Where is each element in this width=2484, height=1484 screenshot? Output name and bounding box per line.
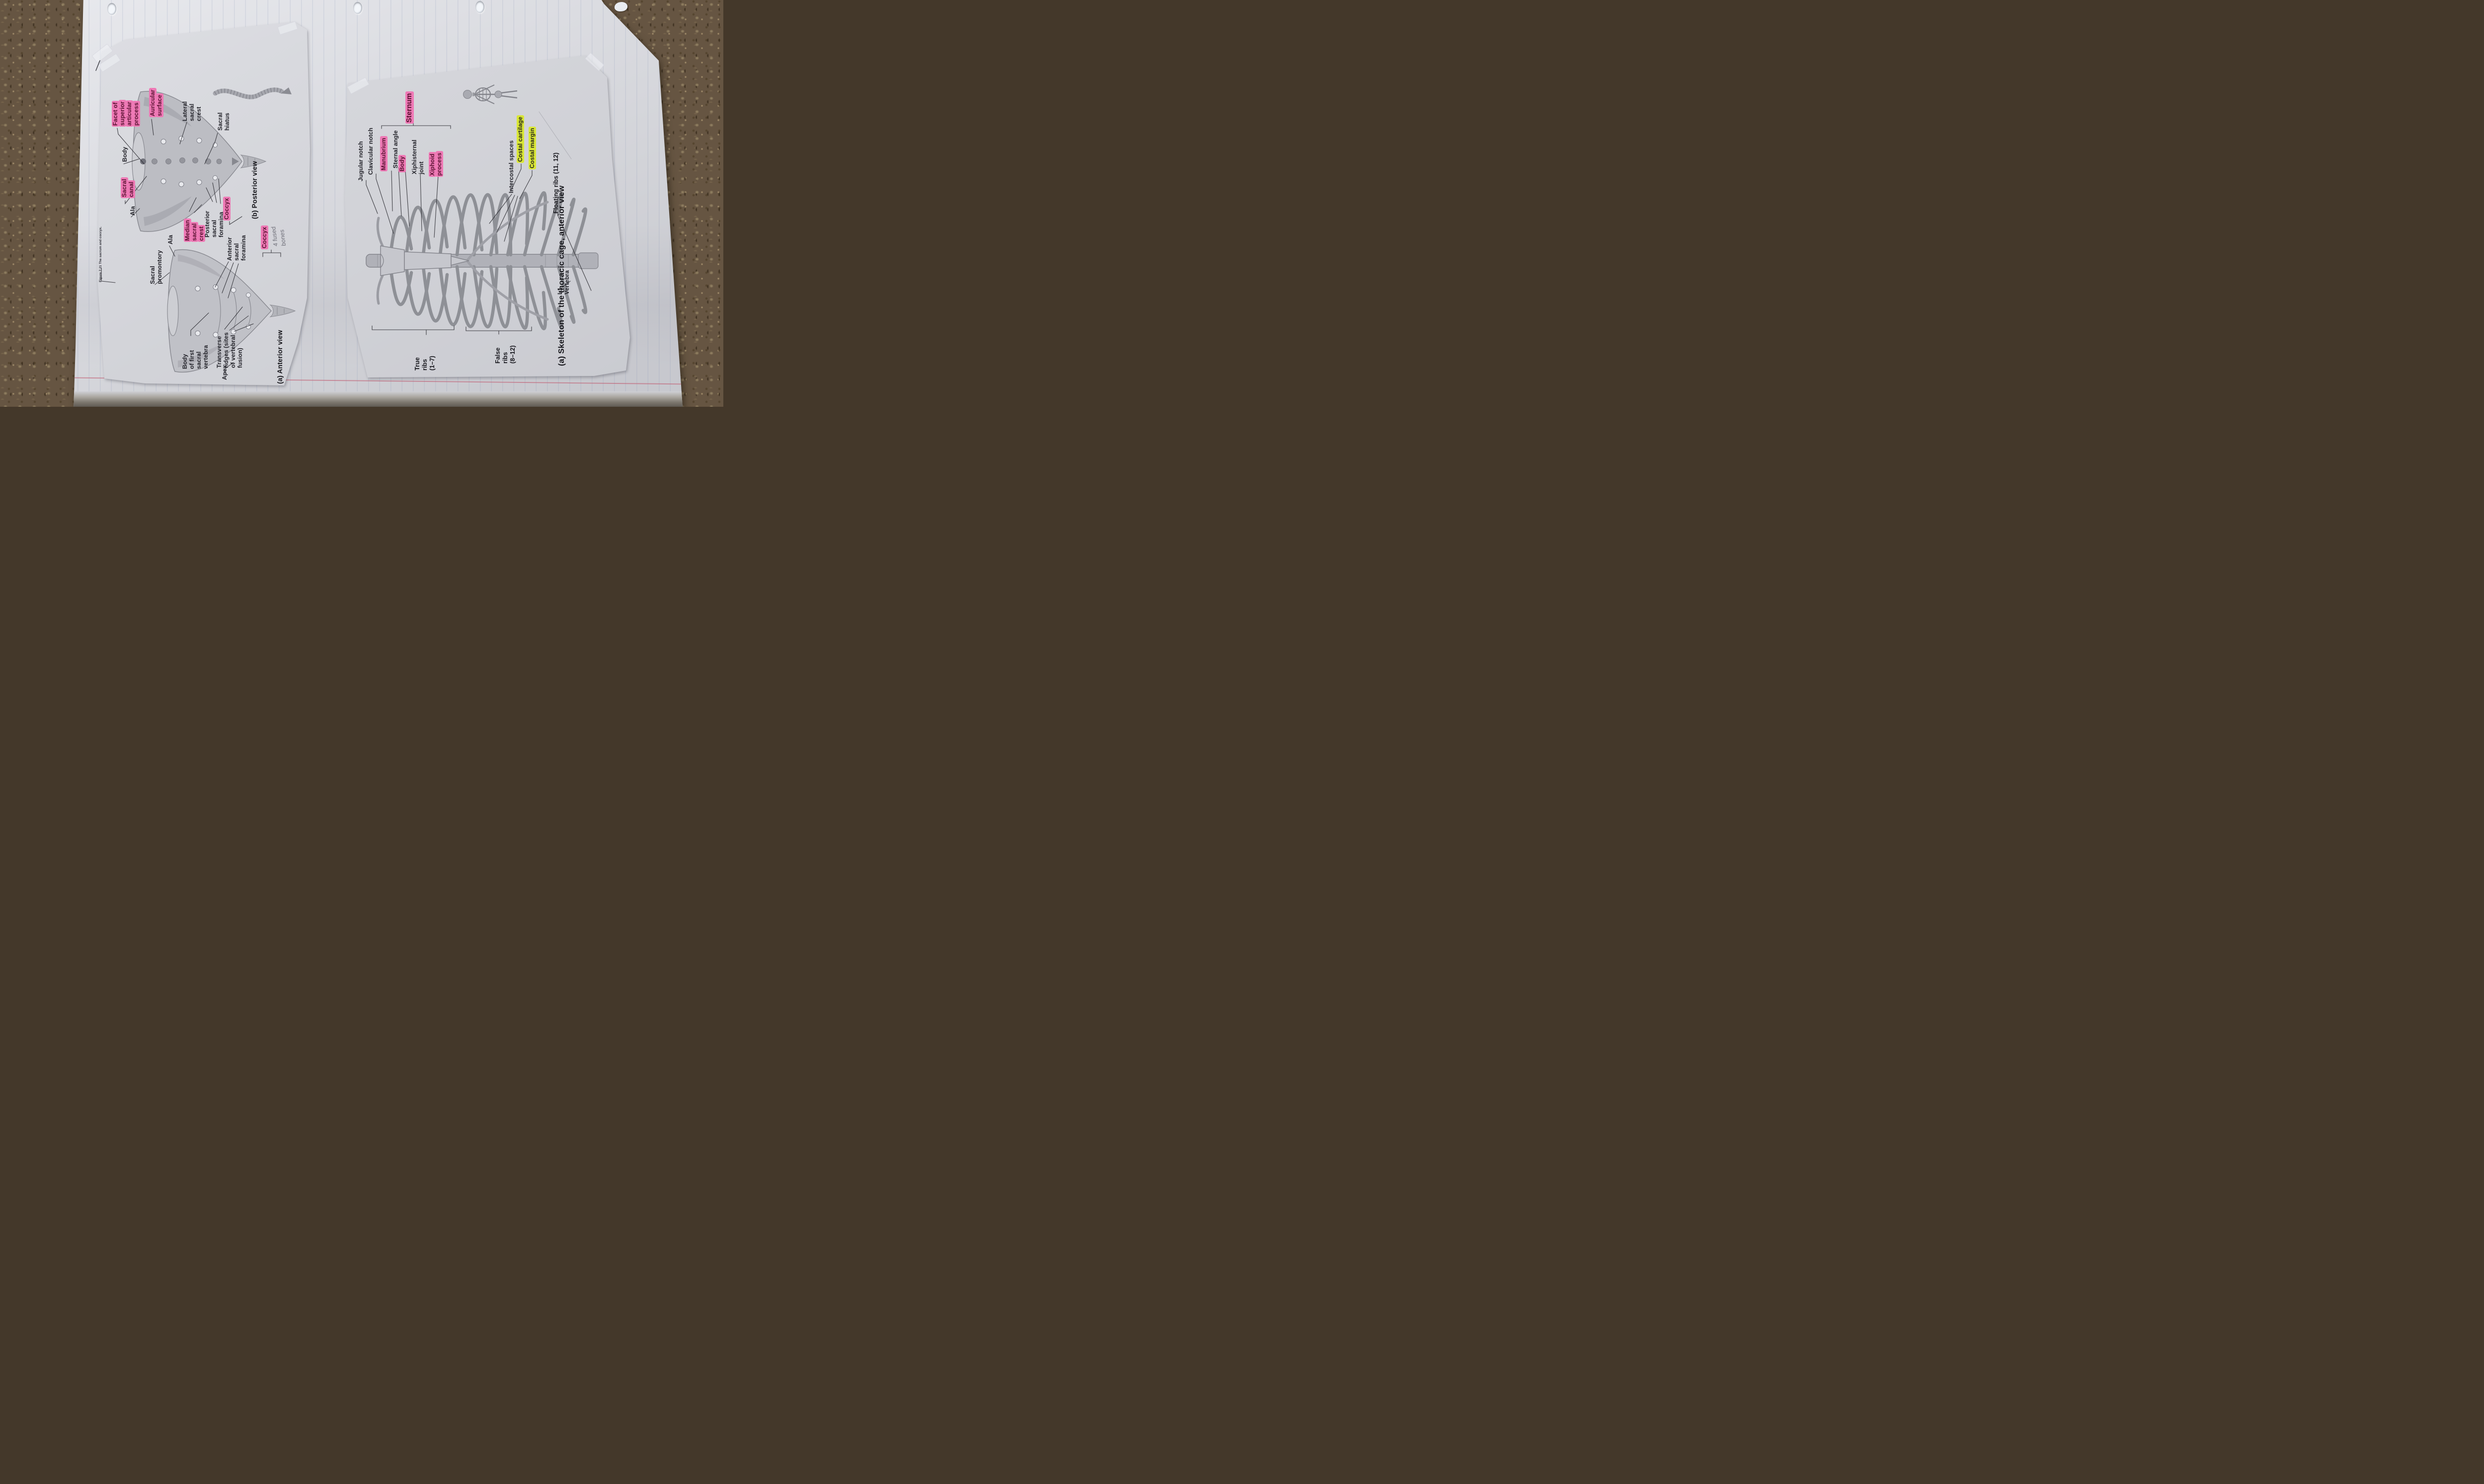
- label-coccyx-posterior: Coccyx: [223, 193, 231, 221]
- caption-posterior-view: (b) Posterior view: [251, 161, 258, 219]
- label-body-posterior: Body: [121, 147, 128, 162]
- label-sacral-hiatus: Sacral hiatus: [217, 112, 231, 131]
- label-sacral-promontory: Sacral promontory: [149, 250, 163, 284]
- label-false-ribs: False ribs (8–12): [494, 345, 516, 364]
- caption-anterior-view: (a) Anterior view: [276, 330, 284, 384]
- ribcage-drawing: [366, 191, 599, 330]
- label-apex: Apex: [221, 365, 228, 380]
- figure-drawings: [95, 60, 599, 374]
- label-sternum: Sternum: [405, 77, 414, 124]
- label-anterior-sacral-foramina: Anterior sacral foramina: [226, 235, 247, 261]
- sacrum-posterior-drawing: [132, 91, 267, 232]
- handwritten-note: 4 fused bones: [270, 226, 287, 246]
- skeleton-inset-drawing: [463, 84, 518, 104]
- paper-scrap: [615, 2, 627, 11]
- label-true-ribs: True ribs (1–7): [414, 356, 436, 371]
- label-xiphisternal-joint: Xiphisternal joint: [411, 140, 425, 174]
- label-coccyx-anterior: Coccyx: [261, 225, 268, 249]
- label-auricular-surface: Auricular surface: [149, 81, 164, 117]
- label-lateral-sacral-crest: Lateral sacral crest: [181, 101, 203, 121]
- label-costal-margin: Costal margin: [529, 115, 536, 169]
- page-stack-edge: [74, 391, 684, 407]
- label-facet-of-superior-articular-process: Facet of superior articular process: [112, 81, 141, 127]
- spine-inset-drawing: [213, 87, 292, 99]
- label-median-sacral-crest: Median sacral crest: [184, 211, 206, 242]
- label-costal-cartilage: Costal cartilage: [517, 111, 524, 163]
- punch-hole: [353, 2, 362, 14]
- punch-hole: [107, 3, 116, 15]
- label-manubrium: Manubrium: [380, 127, 388, 171]
- punch-hole: [475, 1, 484, 13]
- label-ala-anterior: Ala: [167, 235, 174, 244]
- figure-7-21-caption: Figure 7.21 The sacrum and coccyx.: [99, 226, 102, 282]
- thorax-figure-cutout: [0, 0, 723, 407]
- label-transverse-ridges: Transverse ridges (sites of vertebral fu…: [216, 332, 244, 368]
- label-body-sternum: Body: [398, 149, 406, 172]
- caption-thoracic-cage: (a) Skeleton of the thoracic cage, anter…: [557, 185, 566, 366]
- label-ala-posterior: Ala: [129, 206, 136, 216]
- label-xiphoid-process: Xiphoid process: [429, 132, 444, 177]
- label-jugular-notch: Jugular notch: [357, 141, 364, 181]
- label-sacral-canal: Sacral canal: [121, 171, 136, 198]
- leader-lines: [95, 60, 592, 374]
- label-body-of-first-sacral-vertebra: Body of first sacral vertebra: [181, 345, 210, 369]
- photo-of-anatomy-notes: Figure 7.21 The sacrum and coccyx. Facet…: [0, 0, 723, 407]
- label-clavicular-notch: Clavicular notch: [367, 128, 374, 175]
- sacrum-anterior-drawing: [167, 249, 296, 372]
- label-posterior-sacral-foramina: Posterior sacral foramina: [204, 211, 225, 237]
- label-intercostal-spaces: Intercostal spaces: [508, 140, 515, 193]
